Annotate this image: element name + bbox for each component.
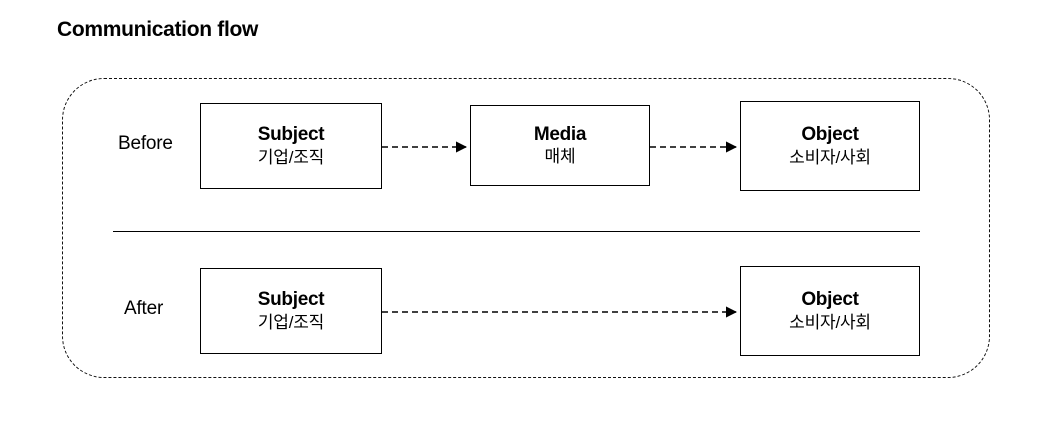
node-subtitle: 매체 bbox=[544, 147, 576, 167]
node-subtitle: 기업/조직 bbox=[257, 147, 325, 167]
node-title: Object bbox=[801, 289, 859, 311]
flow-dashed-container bbox=[62, 78, 990, 378]
node-subtitle: 소비자/사회 bbox=[789, 312, 871, 332]
node-title: Subject bbox=[257, 124, 325, 146]
row-label-before: Before bbox=[118, 133, 173, 154]
node-before-media[interactable]: Media 매체 bbox=[470, 105, 650, 186]
node-subtitle: 기업/조직 bbox=[257, 312, 325, 332]
node-title: Subject bbox=[257, 289, 325, 311]
connector-before-subject-to-media bbox=[382, 141, 468, 153]
node-after-subject[interactable]: Subject 기업/조직 bbox=[200, 268, 382, 354]
node-title: Media bbox=[533, 123, 587, 145]
node-after-object[interactable]: Object 소비자/사회 bbox=[740, 266, 920, 356]
row-divider bbox=[113, 231, 920, 232]
node-before-subject[interactable]: Subject 기업/조직 bbox=[200, 103, 382, 189]
connector-after-subject-to-object bbox=[382, 306, 738, 318]
node-title: Object bbox=[801, 124, 859, 146]
node-subtitle: 소비자/사회 bbox=[789, 147, 871, 167]
page-title: Communication flow bbox=[57, 18, 259, 41]
row-label-after: After bbox=[124, 298, 164, 319]
connector-before-media-to-object bbox=[650, 141, 738, 153]
node-before-object[interactable]: Object 소비자/사회 bbox=[740, 101, 920, 191]
